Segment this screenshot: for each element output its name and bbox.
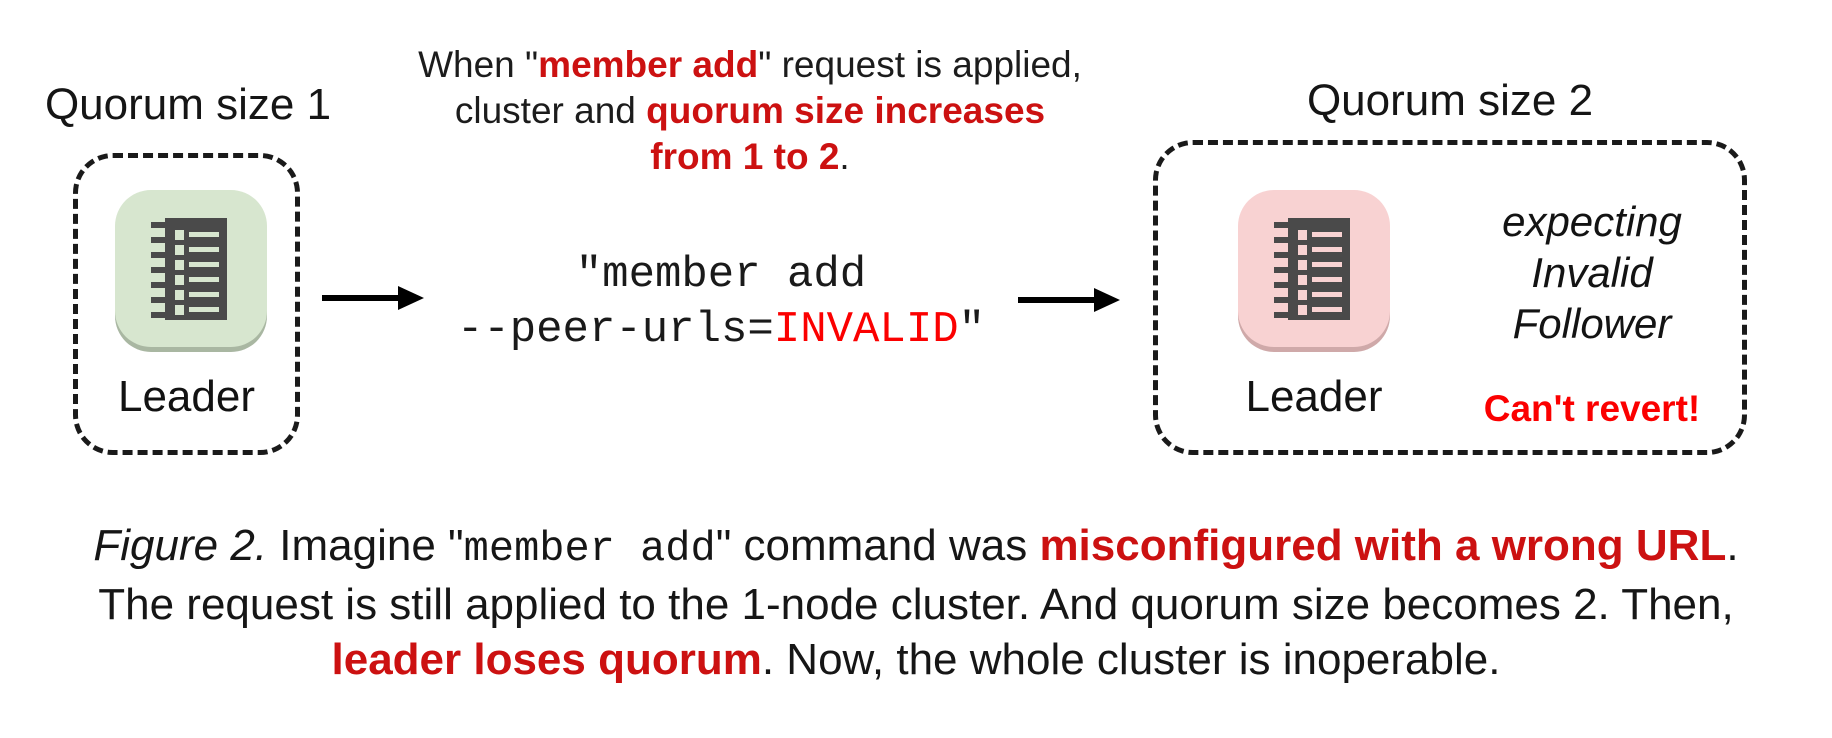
caption-text: Imagine " (267, 521, 464, 570)
expecting-invalid-follower-note: expecting Invalid Follower (1432, 196, 1752, 349)
left-cluster-title: Quorum size 1 (44, 80, 332, 129)
annotation-red-quorum: quorum size increases (646, 90, 1046, 131)
expect-line: expecting (1502, 198, 1682, 245)
caption-red-misconfigured: misconfigured with a wrong URL (1039, 521, 1727, 570)
leader-node-tile-pink (1238, 190, 1390, 347)
figure-caption: Figure 2. Imagine "member add" command w… (0, 518, 1832, 687)
figure-number-label: Figure 2. (93, 521, 268, 570)
right-leader-label: Leader (1245, 372, 1383, 421)
caption-mono-member-add: member add (463, 525, 716, 573)
command-invalid-value: INVALID (773, 305, 959, 355)
left-cluster-box (73, 153, 300, 455)
cant-revert-warning: Can't revert! (1483, 388, 1701, 429)
member-add-command: "member add --peer-urls=INVALID" (400, 248, 1042, 358)
command-line-1: "member add (575, 250, 867, 300)
left-leader-label: Leader (117, 372, 255, 421)
expect-line: Invalid (1531, 249, 1653, 296)
annotation-red-from-1-to-2: from 1 to 2 (650, 136, 840, 177)
member-list-icon (1274, 217, 1350, 320)
right-cluster-box (1153, 140, 1747, 455)
caption-text: . (1726, 521, 1739, 570)
annotation-text: " request is applied, (758, 44, 1082, 85)
expect-line: Follower (1512, 300, 1672, 347)
member-list-icon (151, 217, 227, 320)
member-add-annotation: When "member add" request is applied, cl… (400, 42, 1100, 180)
caption-text: . Now, the whole cluster is inoperable. (761, 635, 1501, 684)
command-closing-quote: " (958, 305, 986, 355)
caption-text: " command was (715, 521, 1040, 570)
annotation-text: cluster and (454, 90, 647, 131)
caption-text: The request is still applied to the 1-no… (98, 580, 1734, 629)
caption-red-leader-loses-quorum: leader loses quorum (331, 635, 762, 684)
annotation-red-member-add: member add (538, 44, 759, 85)
arrow-right-icon (320, 283, 426, 313)
command-line-2: --peer-urls= (456, 305, 774, 355)
arrow-right-icon (1016, 285, 1122, 315)
annotation-text: . (839, 136, 850, 177)
right-cluster-title: Quorum size 2 (1306, 76, 1594, 125)
leader-node-tile-green (115, 190, 267, 347)
annotation-text: When " (418, 44, 539, 85)
